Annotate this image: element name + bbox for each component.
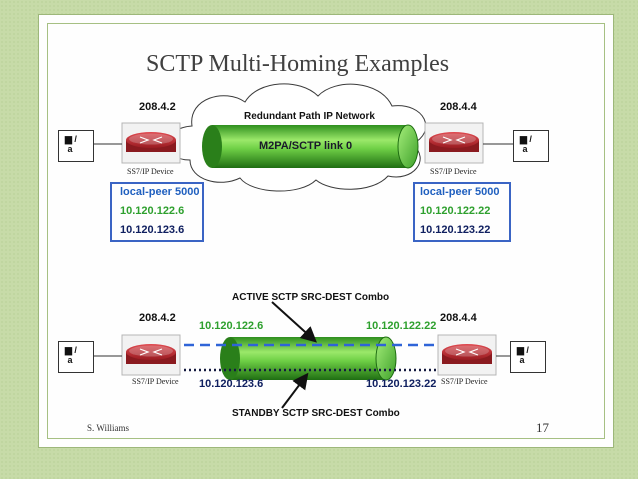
point-code-right: 208.4.4 <box>440 101 477 113</box>
left-config-box <box>110 182 204 242</box>
slide-inner-border <box>47 23 605 439</box>
standby-combo-label: STANDBY SCTP SRC-DEST Combo <box>232 408 400 419</box>
device-label-left: SS7/IP Device <box>127 167 174 176</box>
right-config-box <box>413 182 511 242</box>
device-label-left-bottom: SS7/IP Device <box>132 377 179 386</box>
tube-label: M2PA/SCTP link 0 <box>259 140 353 152</box>
device-label-right: SS7/IP Device <box>430 167 477 176</box>
router-icon <box>121 122 181 164</box>
point-code-left-bottom: 208.4.2 <box>139 312 176 324</box>
router-icon <box>437 334 497 376</box>
standby-arrow <box>281 372 309 409</box>
endpoint-box-icon: ▆ / a <box>58 130 94 162</box>
right-ip-primary: 10.120.122.22 <box>420 205 491 217</box>
active-arrow <box>271 301 317 343</box>
ip-bottom-right: 10.120.123.22 <box>366 378 437 390</box>
device-label-right-bottom: SS7/IP Device <box>441 377 488 386</box>
endpoint-box-icon: ▆ / a <box>510 341 546 373</box>
page-number: 17 <box>536 420 549 435</box>
router-icon <box>121 334 181 376</box>
left-local-peer: local-peer 5000 <box>120 186 200 198</box>
right-ip-secondary: 10.120.123.22 <box>420 224 491 236</box>
ip-top-right: 10.120.122.22 <box>366 320 437 332</box>
active-combo-label: ACTIVE SCTP SRC-DEST Combo <box>232 292 390 303</box>
point-code-right-bottom: 208.4.4 <box>440 312 477 324</box>
endpoint-box-icon: ▆ / a <box>513 130 549 162</box>
author-label: S. Williams <box>87 423 129 433</box>
ip-top-left: 10.120.122.6 <box>199 320 264 332</box>
left-ip-secondary: 10.120.123.6 <box>120 224 185 236</box>
router-icon <box>424 122 484 164</box>
endpoint-box-icon: ▆ / a <box>58 341 94 373</box>
ip-bottom-left: 10.120.123.6 <box>199 378 264 390</box>
right-local-peer: local-peer 5000 <box>420 186 500 198</box>
point-code-left: 208.4.2 <box>139 101 176 113</box>
left-ip-primary: 10.120.122.6 <box>120 205 185 217</box>
m2pa-sctp-link-tube <box>202 124 419 169</box>
cloud-label: Redundant Path IP Network <box>244 111 375 122</box>
sctp-association-tube <box>220 336 397 381</box>
slide-title: SCTP Multi-Homing Examples <box>146 51 450 77</box>
